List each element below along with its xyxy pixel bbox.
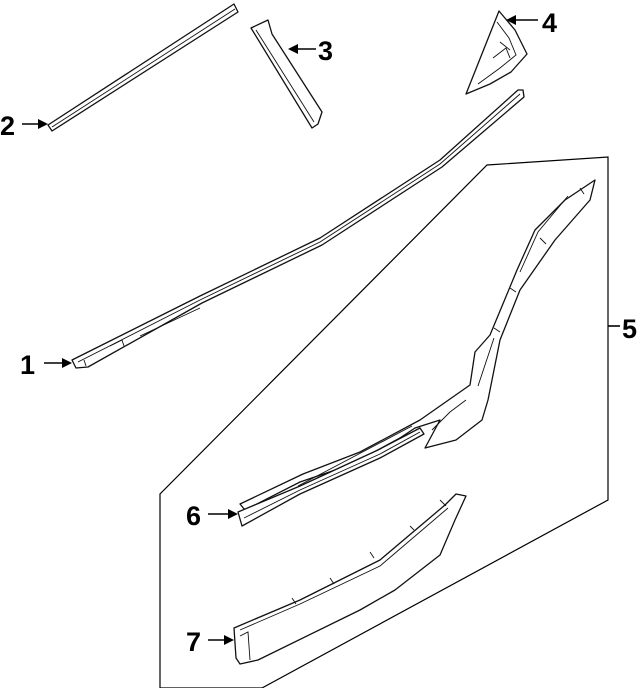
- callout-5: 5: [622, 314, 637, 344]
- part-2-strip: [47, 3, 239, 132]
- callout-label-2: 2: [0, 111, 15, 141]
- part-3-applique: [250, 19, 323, 129]
- arrowhead-2: [38, 119, 48, 129]
- arrowhead-3: [288, 44, 298, 54]
- callout-label-3: 3: [318, 36, 333, 66]
- part-7-rocker-molding: [233, 493, 467, 665]
- callout-6: 6: [186, 501, 238, 531]
- callout-4: 4: [506, 8, 557, 38]
- part-4-corner-trim: [465, 10, 528, 95]
- part-6-sill-trim: [237, 427, 425, 527]
- callout-label-1: 1: [20, 350, 35, 380]
- callout-label-5: 5: [622, 314, 637, 344]
- arrowhead-6: [228, 509, 238, 519]
- callout-1: 1: [20, 350, 72, 380]
- callout-7: 7: [186, 627, 234, 657]
- callout-3: 3: [288, 36, 333, 66]
- arrowhead-4: [506, 15, 516, 25]
- callout-2: 2: [0, 111, 48, 141]
- callout-label-6: 6: [186, 501, 201, 531]
- arrowhead-7: [224, 635, 234, 645]
- part-5-garnish: [239, 179, 596, 511]
- callout-label-7: 7: [186, 627, 201, 657]
- callout-label-4: 4: [542, 8, 557, 38]
- part-1-belt-molding: [71, 89, 525, 369]
- group-frame-5: [159, 156, 609, 688]
- arrowhead-1: [62, 358, 72, 368]
